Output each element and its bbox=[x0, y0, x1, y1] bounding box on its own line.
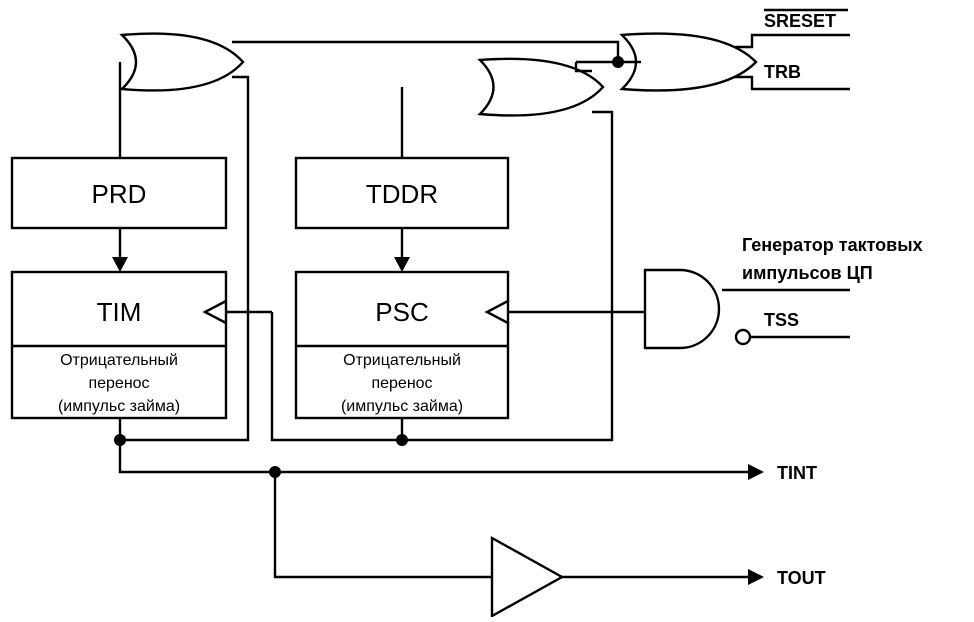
prd-register bbox=[10, 156, 228, 230]
junction-psc-borrow bbox=[396, 434, 408, 446]
junction-tint-tout bbox=[269, 466, 281, 478]
tim-caption-line-3: (импульс займа) bbox=[58, 398, 180, 415]
tddr-register bbox=[294, 156, 510, 230]
clock-source-label-line-2: импульсов ЦП bbox=[742, 263, 873, 283]
psc-label: PSC bbox=[375, 297, 428, 327]
sreset-label: SRESET bbox=[764, 11, 836, 31]
and-gate-clock-tss bbox=[643, 268, 721, 350]
junction-tim-borrow bbox=[114, 434, 126, 446]
or-gate-sreset-trb bbox=[619, 32, 758, 92]
tout-buffer bbox=[490, 535, 565, 619]
prd-label: PRD bbox=[92, 179, 147, 209]
tim-clock-input-icon bbox=[202, 299, 227, 325]
arrow-prd-to-tim bbox=[112, 257, 128, 272]
junction-reset-split bbox=[612, 56, 624, 68]
tout-label: TOUT bbox=[777, 568, 826, 588]
tint-label: TINT bbox=[777, 463, 817, 483]
tss-label: TSS bbox=[764, 310, 799, 330]
tss-inversion-bubble bbox=[734, 328, 752, 346]
tim-caption-line-1: Отрицательный bbox=[60, 352, 178, 369]
or-gate-prd-load bbox=[119, 32, 245, 92]
or-gate-tddr-load bbox=[477, 57, 605, 117]
tim-caption-line-2: перенос bbox=[88, 375, 149, 392]
arrow-tout bbox=[748, 569, 764, 585]
clock-source-label-line-1: Генератор тактовых bbox=[742, 235, 923, 255]
wiring bbox=[118, 33, 850, 579]
tim-label: TIM bbox=[97, 297, 142, 327]
trb-label: TRB bbox=[764, 62, 801, 82]
psc-clock-input-icon bbox=[484, 299, 509, 325]
psc-caption-line-2: перенос bbox=[371, 375, 432, 392]
tddr-label: TDDR bbox=[366, 179, 438, 209]
psc-caption-line-1: Отрицательный bbox=[343, 352, 461, 369]
arrow-tddr-to-psc bbox=[394, 257, 410, 272]
arrow-tint bbox=[748, 464, 764, 480]
psc-caption-line-3: (импульс займа) bbox=[341, 398, 463, 415]
